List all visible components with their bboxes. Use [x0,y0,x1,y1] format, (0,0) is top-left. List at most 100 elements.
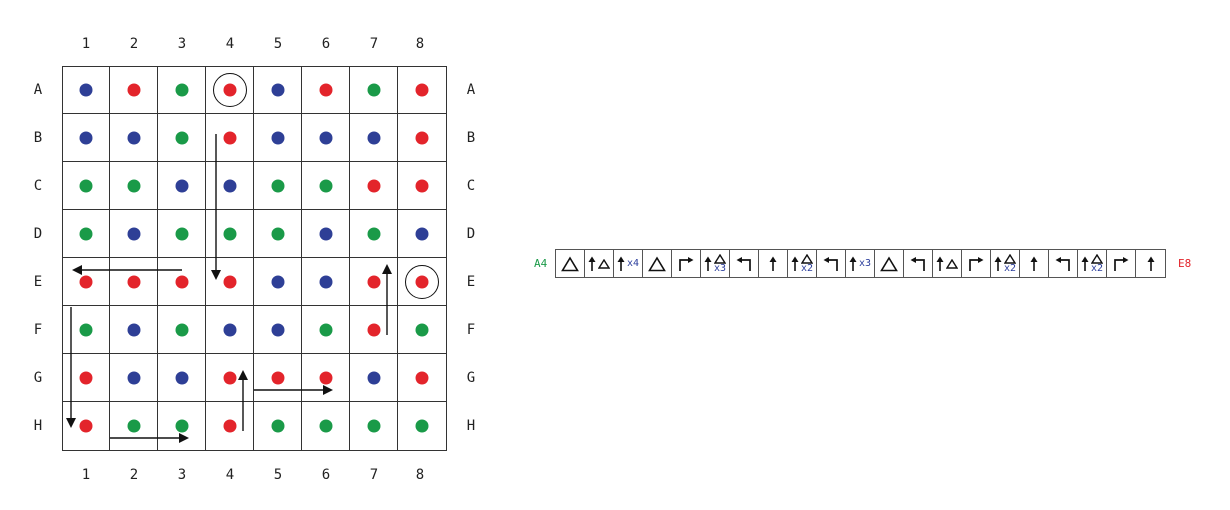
column-label-bottom: 3 [177,467,187,483]
sequence-step [585,250,614,277]
board-cell-B2 [110,114,158,162]
board-cell-C1 [62,162,110,210]
blue-dot [271,275,284,288]
column-label-top: 5 [273,36,283,52]
board-cell-E3 [158,258,206,306]
highlight-ring [405,264,439,299]
blue-dot [223,179,236,192]
turn-right-icon [969,256,984,271]
column-label-top: 4 [225,36,235,52]
board-cell-D7 [350,210,398,258]
arrow-up-icon [617,256,625,271]
arrow-up-icon [1081,256,1089,271]
board-cell-G4 [206,354,254,402]
row-label-right: H [466,418,476,434]
red-dot [271,371,284,384]
board-cell-G6 [302,354,350,402]
arrow-up-icon [849,256,857,271]
red-dot [223,371,236,384]
board-cell-C6 [302,162,350,210]
turn-right-icon [679,256,694,271]
row-label-left: G [33,370,43,386]
sequence-step: x2 [788,250,817,277]
arrow-up-icon [1147,256,1154,271]
row-label-left: E [33,274,43,290]
sequence-step [759,250,788,277]
green-dot [367,83,380,96]
board-cell-F5 [254,306,302,354]
sequence-step [962,250,991,277]
board-cell-B6 [302,114,350,162]
board-cell-F4 [206,306,254,354]
sequence-step: x3 [846,250,875,277]
arrow-up-icon [791,256,799,271]
board-cell-C4 [206,162,254,210]
board-cell-A3 [158,66,206,114]
blue-dot [271,323,284,336]
board-cell-A6 [302,66,350,114]
game-board [62,66,447,451]
green-dot [319,323,332,336]
green-dot [367,227,380,240]
blue-dot [79,83,92,96]
board-cell-C3 [158,162,206,210]
turn-left-icon [1055,256,1070,271]
column-label-top: 2 [129,36,139,52]
red-dot [223,131,236,144]
green-dot [175,323,188,336]
board-cell-G7 [350,354,398,402]
board-cell-H7 [350,402,398,450]
blue-dot [175,179,188,192]
board-cell-G2 [110,354,158,402]
board-cell-D1 [62,210,110,258]
row-label-right: E [466,274,476,290]
red-dot [367,275,380,288]
board-cell-H6 [302,402,350,450]
sequence-step: x2 [991,250,1020,277]
board-cell-F1 [62,306,110,354]
board-cell-H8 [398,402,446,450]
blue-dot [319,275,332,288]
green-dot [79,323,92,336]
board-cell-C7 [350,162,398,210]
board-cell-C5 [254,162,302,210]
board-cell-C8 [398,162,446,210]
board-cell-D3 [158,210,206,258]
triangle-count-stack: x2 [1003,253,1016,274]
sequence-step: x3 [701,250,730,277]
sequence-step [643,250,672,277]
red-dot [367,179,380,192]
board-cell-H4 [206,402,254,450]
red-dot [79,275,92,288]
blue-dot [319,227,332,240]
green-dot [79,179,92,192]
board-cell-B5 [254,114,302,162]
red-dot [319,371,332,384]
blue-dot [127,131,140,144]
sequence-step [875,250,904,277]
blue-dot [415,227,429,240]
board-cell-D6 [302,210,350,258]
board-cell-C2 [110,162,158,210]
column-label-bottom: 7 [369,467,379,483]
board-cell-B4 [206,114,254,162]
small-triangle-icon [1003,253,1016,264]
sequence-step [904,250,933,277]
arrow-up-icon [769,256,777,271]
board-cell-F8 [398,306,446,354]
green-dot [127,419,140,433]
green-dot [175,227,188,240]
green-dot [79,227,92,240]
turn-left-icon [736,256,751,271]
blue-dot [367,131,380,144]
board-cell-F3 [158,306,206,354]
board-cell-G1 [62,354,110,402]
board-cell-A1 [62,66,110,114]
red-dot [79,419,92,433]
sequence-start-label: A4 [534,257,548,270]
red-dot [367,323,380,336]
turn-left-icon [910,256,925,271]
red-dot [415,371,429,384]
board-cell-B7 [350,114,398,162]
